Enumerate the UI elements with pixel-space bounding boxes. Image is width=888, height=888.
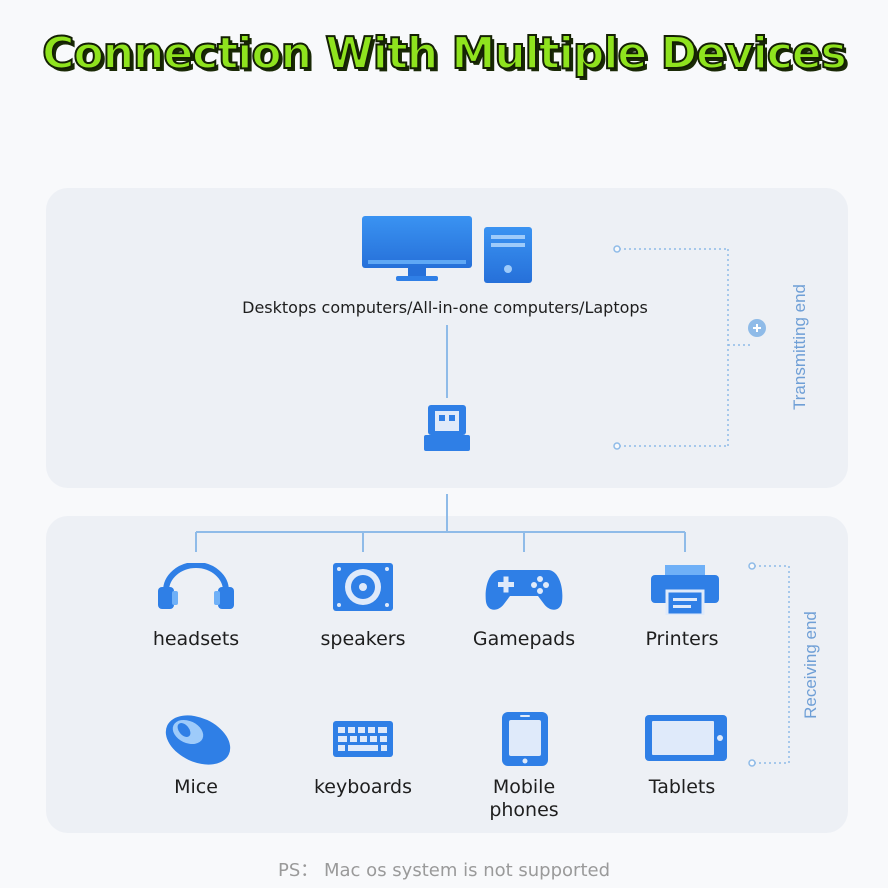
printer-icon bbox=[651, 565, 719, 615]
desktop-computer-icon bbox=[362, 216, 532, 283]
source-devices-label: Desktops computers/All-in-one computers/… bbox=[242, 298, 648, 317]
headline: Connection With Multiple Devices bbox=[41, 27, 848, 80]
usb-dongle-icon bbox=[424, 405, 470, 451]
device-label-keyboards: keyboards bbox=[313, 776, 413, 798]
speaker-icon bbox=[333, 563, 393, 611]
device-label-printers: Printers bbox=[645, 628, 719, 650]
gamepad-icon bbox=[485, 570, 563, 610]
footnote: PS： Mac os system is not supported bbox=[278, 860, 610, 881]
mouse-icon bbox=[165, 715, 231, 765]
receiving-end-label: Receiving end bbox=[801, 611, 820, 719]
device-label-headsets: headsets bbox=[152, 628, 240, 650]
transmitting-end-label: Transmitting end bbox=[790, 284, 809, 410]
keyboard-icon bbox=[333, 721, 393, 757]
tablet-icon bbox=[645, 715, 727, 761]
phone-icon bbox=[502, 712, 548, 766]
device-label-gamepads: Gamepads bbox=[472, 628, 576, 650]
headset-icon bbox=[158, 563, 234, 609]
device-label-speakers: speakers bbox=[320, 628, 406, 650]
device-label-tablets: Tablets bbox=[648, 776, 716, 798]
device-label-mobile-phones: Mobile phones bbox=[489, 776, 559, 821]
device-label-mice: Mice bbox=[174, 776, 218, 798]
